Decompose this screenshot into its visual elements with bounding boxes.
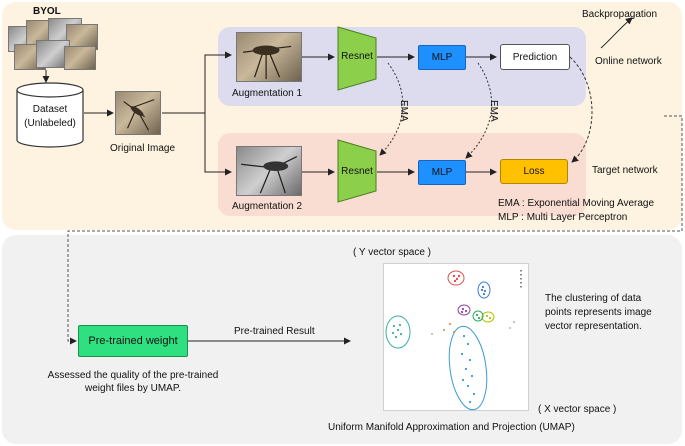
prediction-box: Prediction: [500, 44, 570, 70]
dataset-cylinder-icon: [16, 82, 84, 148]
byol-title: BYOL: [33, 6, 61, 17]
augmentation2-label: Augmentation 2: [232, 201, 303, 212]
augmentation1-label: Augmentation 1: [232, 88, 303, 99]
original-image-label: Original Image: [110, 143, 176, 154]
clustering-text-line1: The clustering of data: [545, 293, 642, 304]
legend-ema: EMA : Exponential Moving Average: [498, 198, 655, 209]
umap-plot: [383, 263, 529, 411]
dataset-label-line1: Dataset: [32, 104, 68, 115]
mlp-target-box: MLP: [418, 160, 466, 185]
dataset-label-line2: (Unlabeled): [24, 118, 76, 129]
clustering-text-line3: vector representation.: [545, 321, 642, 332]
backpropagation-label: Backpropagation: [582, 9, 658, 20]
resnet-online-shape: [337, 26, 377, 91]
pretrained-result-label: Pre-trained Result: [234, 326, 315, 337]
umap-caption: Uniform Manifold Approximation and Proje…: [328, 422, 575, 433]
online-network-label: Online network: [595, 56, 662, 67]
resnet-online-label: Resnet: [341, 51, 373, 62]
target-network-label: Target network: [592, 165, 658, 176]
ema-label-1: EMA: [398, 100, 409, 122]
original-image: [115, 91, 161, 135]
x-axis-label: ( X vector space ): [538, 404, 617, 415]
legend-mlp: MLP : Multi Layer Perceptron: [498, 212, 628, 223]
mlp-online-box: MLP: [418, 45, 466, 70]
resnet-target-label: Resnet: [341, 166, 373, 177]
resnet-target-shape: [337, 139, 377, 203]
augmentation2-image: [236, 146, 302, 196]
y-axis-label: ( Y vector space ): [353, 247, 431, 258]
umap-scatter: [385, 270, 522, 411]
loss-box: Loss: [500, 159, 568, 184]
assessed-text-line1: Assessed the quality of the pre-trained: [47, 370, 219, 381]
augmentation1-image: [236, 32, 302, 82]
assessed-text-line2: weight files by UMAP.: [85, 383, 181, 394]
pretrained-weight-box: Pre-trained weight: [78, 325, 188, 357]
ema-label-2: EMA: [488, 100, 499, 122]
image-stack: [8, 18, 98, 72]
clustering-text-line2: points represents image: [545, 307, 652, 318]
